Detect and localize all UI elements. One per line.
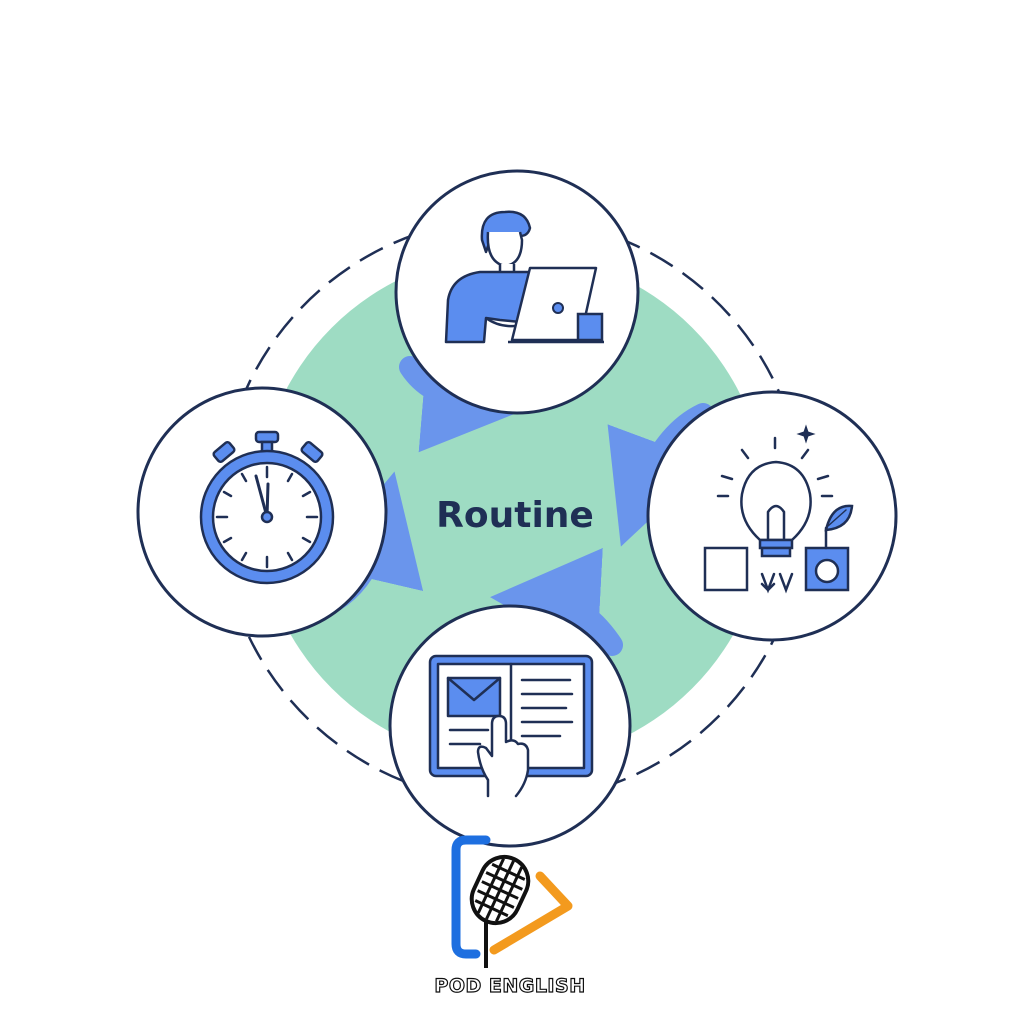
center-circle: [257, 253, 767, 763]
node-time: [136, 386, 388, 638]
node-work: [394, 169, 640, 415]
stopwatch-icon: [199, 430, 335, 585]
lightbulb-ideas-icon: [703, 424, 854, 594]
pod-english-logo: POD ENGLISH: [434, 835, 586, 998]
open-book-hand-icon: [428, 654, 594, 798]
center-label: Routine: [436, 495, 594, 536]
node-ideas: [646, 390, 898, 642]
node-read: [388, 604, 632, 848]
arrow-read-to-time: [490, 547, 623, 658]
microphone-play-icon: [451, 835, 573, 968]
logo-text: POD ENGLISH: [434, 975, 585, 997]
person-laptop-icon: [444, 210, 604, 344]
